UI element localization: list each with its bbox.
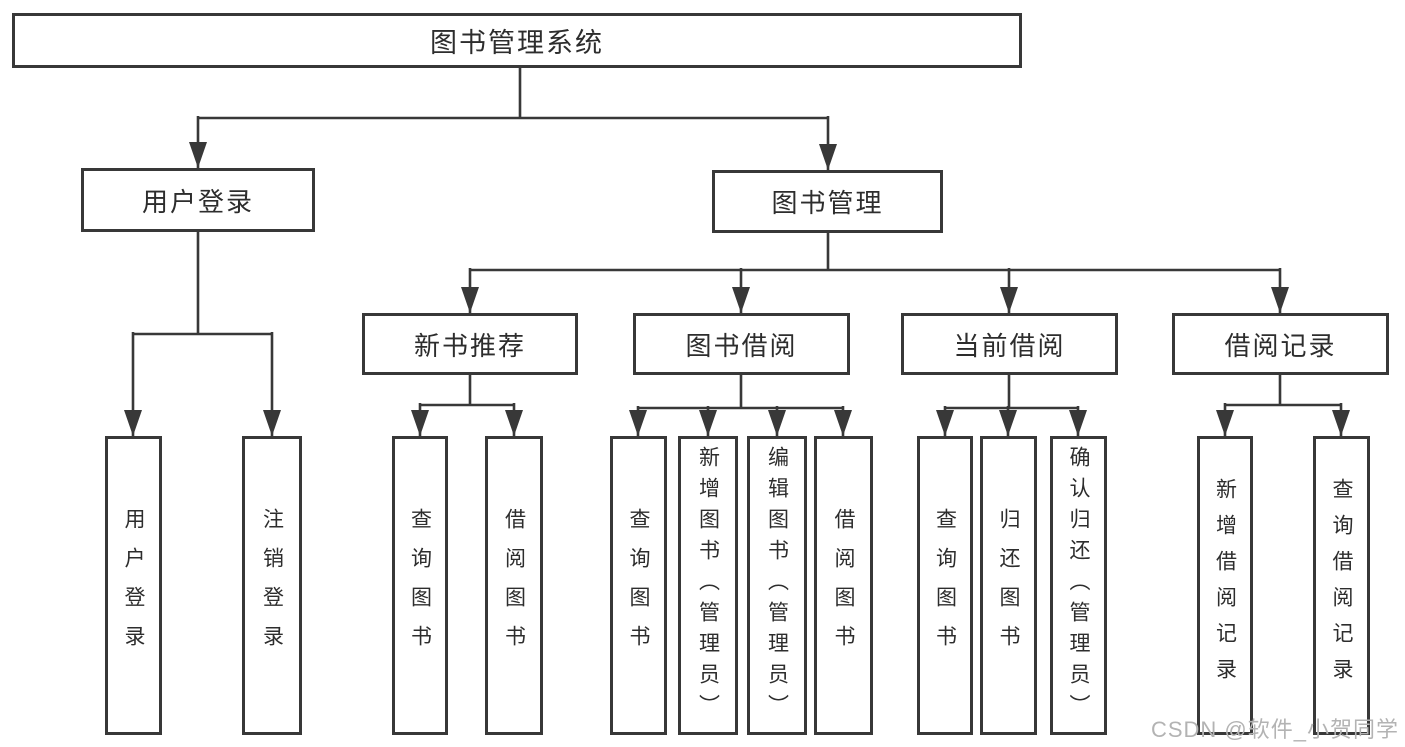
node-current-borrowing: 当前借阅 [901, 313, 1118, 375]
leaf-query-books-recommend: 查询图书 [392, 436, 448, 735]
node-label: 编辑图书（管理员） [765, 446, 789, 725]
node-label: 图书管理 [771, 188, 884, 218]
node-label: 用户登录 [141, 186, 254, 217]
leaf-edit-books-admin: 编辑图书（管理员） [747, 436, 807, 735]
node-label: 图书管理系统 [430, 28, 604, 58]
node-book-borrowing: 图书借阅 [633, 313, 850, 375]
node-label: 新增图书（管理员） [696, 446, 720, 725]
node-new-book-recommendation: 新书推荐 [362, 313, 578, 375]
leaf-logout: 注销登录 [242, 436, 302, 735]
leaf-query-books-current: 查询图书 [917, 436, 973, 735]
node-label: 借阅图书 [832, 507, 856, 664]
leaf-confirm-return-admin: 确认归还（管理员） [1050, 436, 1107, 735]
node-label: 查询图书 [627, 507, 651, 664]
node-borrowing-records: 借阅记录 [1172, 313, 1389, 375]
node-label: 新书推荐 [413, 330, 526, 361]
node-library-management-system: 图书管理系统 [12, 13, 1022, 68]
node-label: 注销登录 [260, 507, 284, 664]
node-label: 查询图书 [408, 507, 432, 664]
node-label: 新增借阅记录 [1213, 477, 1237, 694]
leaf-user-login: 用户登录 [105, 436, 162, 735]
leaf-query-borrow-record: 查询借阅记录 [1313, 436, 1370, 735]
leaf-query-books-borrow: 查询图书 [610, 436, 667, 735]
leaf-borrow-books: 借阅图书 [814, 436, 873, 735]
leaf-add-books-admin: 新增图书（管理员） [678, 436, 738, 735]
node-label: 借阅图书 [502, 507, 526, 664]
node-book-management: 图书管理 [712, 170, 943, 233]
node-label: 查询借阅记录 [1330, 477, 1354, 694]
node-label: 归还图书 [997, 507, 1021, 664]
node-label: 当前借阅 [953, 330, 1066, 361]
node-label: 用户登录 [122, 507, 146, 664]
node-user-login: 用户登录 [81, 168, 315, 232]
node-label: 确认归还（管理员） [1067, 446, 1091, 725]
leaf-borrow-books-recommend: 借阅图书 [485, 436, 543, 735]
node-label: 借阅记录 [1224, 330, 1337, 361]
leaf-add-borrow-record: 新增借阅记录 [1197, 436, 1253, 735]
leaf-return-books: 归还图书 [980, 436, 1037, 735]
node-label: 查询图书 [933, 507, 957, 664]
node-label: 图书借阅 [685, 330, 798, 361]
